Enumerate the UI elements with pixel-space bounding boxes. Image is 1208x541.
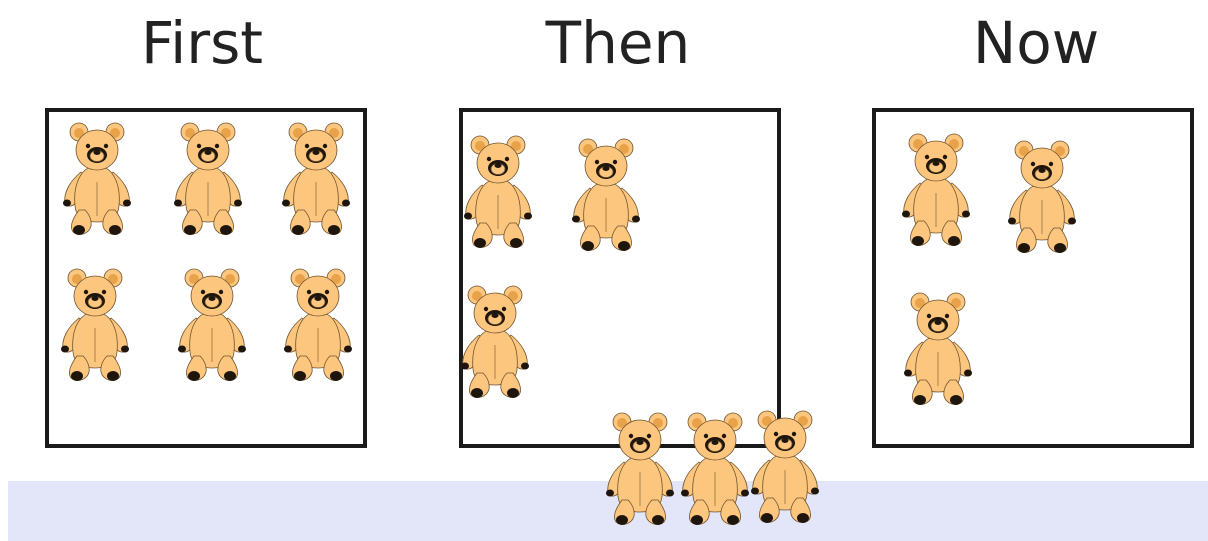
teddy-bear-icon: [600, 412, 680, 528]
teddy-bear-icon: [278, 268, 358, 384]
heading-now: Now: [886, 8, 1186, 78]
teddy-bear-icon: [276, 122, 356, 238]
teddy-bear-icon: [172, 268, 252, 384]
teddy-bear-icon: [745, 410, 825, 526]
heading-first: First: [52, 8, 352, 78]
teddy-bear-icon: [168, 122, 248, 238]
teddy-bear-icon: [455, 285, 535, 401]
teddy-bear-icon: [896, 133, 976, 249]
teddy-bear-icon: [1002, 140, 1082, 256]
teddy-bear-icon: [57, 122, 137, 238]
teddy-bear-icon: [55, 268, 135, 384]
teddy-bear-icon: [566, 138, 646, 254]
heading-then: Then: [468, 8, 768, 78]
teddy-bear-icon: [675, 412, 755, 528]
teddy-bear-icon: [898, 292, 978, 408]
teddy-bear-icon: [458, 135, 538, 251]
